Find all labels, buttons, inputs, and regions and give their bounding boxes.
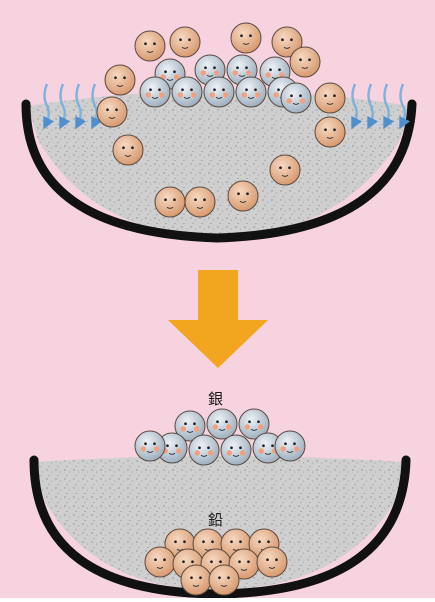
lead-atom: [209, 565, 239, 595]
silver-atom: [207, 409, 237, 439]
silver-atom: [135, 431, 165, 461]
lead-atom: [105, 65, 135, 95]
lead-atom: [155, 187, 185, 217]
silver-atom: [189, 435, 219, 465]
lead-atom: [113, 135, 143, 165]
silver-atom: [221, 435, 251, 465]
lead-atom: [228, 181, 258, 211]
silver-atom: [281, 83, 311, 113]
silver-atom: [204, 77, 234, 107]
lead-atom: [97, 97, 127, 127]
lead-atom: [145, 547, 175, 577]
silver-atom: [275, 431, 305, 461]
lead-atom: [315, 83, 345, 113]
lead-atom: [181, 565, 211, 595]
lead-atom: [170, 27, 200, 57]
lead-atom: [257, 547, 287, 577]
silver-atom: [236, 77, 266, 107]
lead-atom: [290, 47, 320, 77]
lead-atom: [315, 117, 345, 147]
silver-atom: [140, 77, 170, 107]
silver-label: 銀: [208, 392, 223, 407]
silver-atom: [172, 77, 202, 107]
lead-label: 鉛: [208, 513, 223, 528]
lead-atom: [135, 31, 165, 61]
lead-atom: [231, 23, 261, 53]
lead-atom: [270, 155, 300, 185]
lead-atom: [185, 187, 215, 217]
